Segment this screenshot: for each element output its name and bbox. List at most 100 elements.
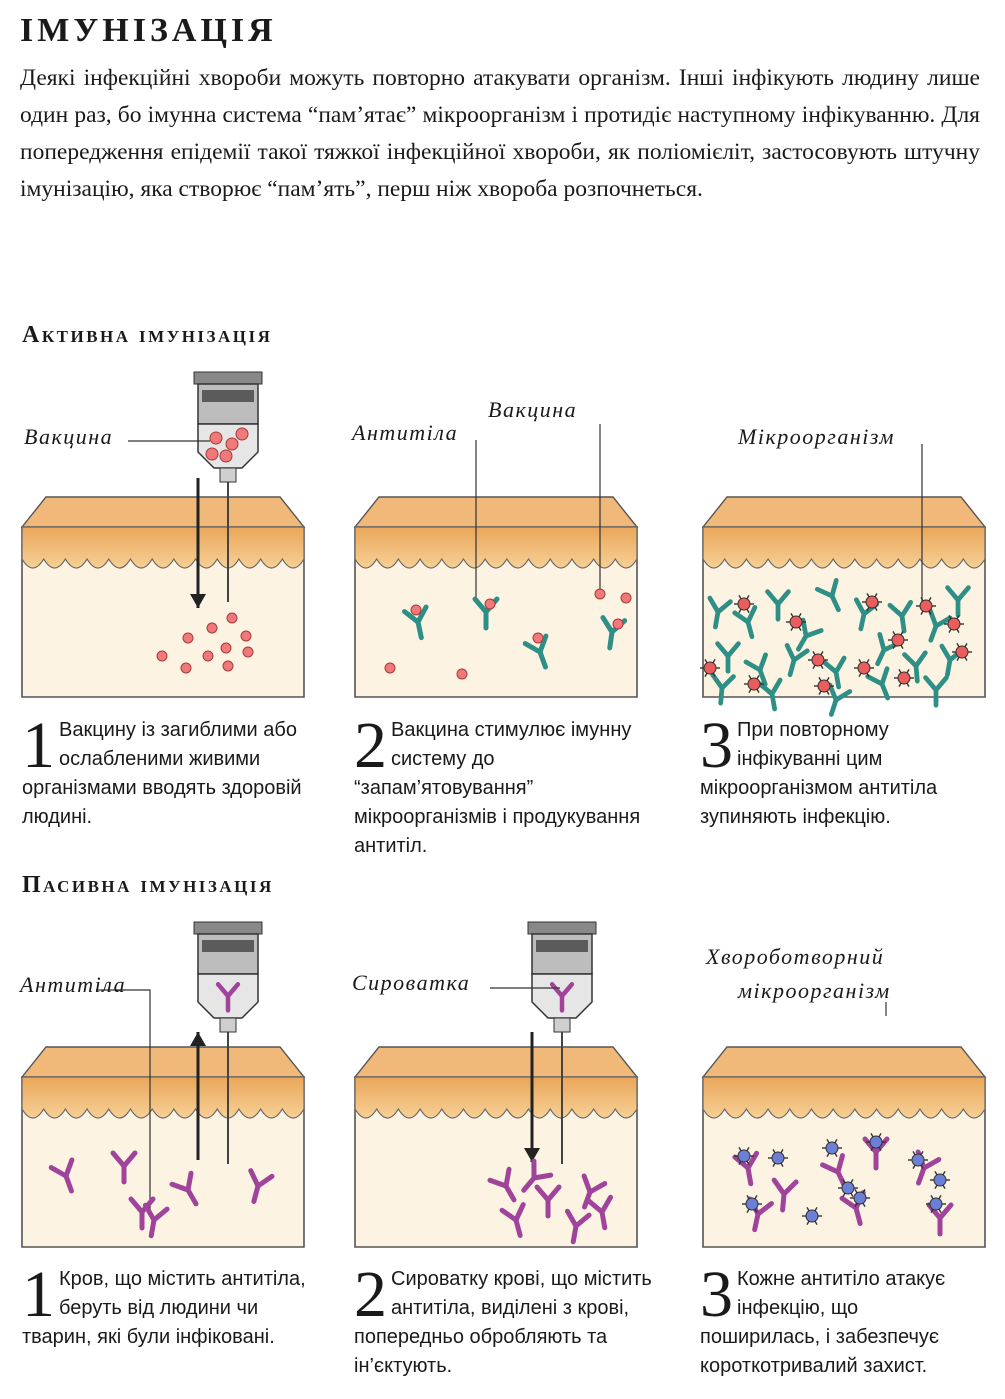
vaccine-particle [202,650,214,662]
antibody [771,1177,799,1213]
antibody [862,1136,890,1171]
step-number: 1 [22,1258,55,1331]
vaccine-particle [242,646,254,658]
vaccine-particle [620,592,632,604]
vaccine-particle [612,618,624,630]
antibody [743,652,768,687]
microorganism [734,1146,754,1166]
microorganism [854,658,874,678]
microorganism [862,592,882,612]
label-pathogen-p3-line2: мікроорганізм [738,978,891,1003]
antibody [715,641,741,674]
syringe-seal [536,940,588,952]
vaccine-particle [182,632,194,644]
intro-paragraph: Деякі інфекційні хвороби можуть повторно… [20,65,980,202]
caption-text: Кров, що містить антитіла, беруть від лю… [22,1268,306,1348]
microorganism [742,1194,762,1214]
active-syringe [193,371,263,602]
microorganism [822,1138,842,1158]
antibody [499,1202,526,1238]
syringe-plunger [193,371,263,385]
microorganism [952,642,972,662]
microorganism [894,668,914,688]
label-vaccine-1: Вакцина [24,424,114,449]
label-serum-p2: Сироватка [352,970,471,995]
skin-surface [701,496,987,528]
step-number: 3 [700,709,733,782]
step-number: 2 [354,709,387,782]
vaccine-particle [410,604,422,616]
vaccine-particle [156,650,168,662]
passive-immunization-heading: Пасивна імунізація [22,872,274,898]
vaccine-particle [384,662,396,674]
antibody [215,982,241,1013]
microorganism [926,1194,946,1214]
antibody [732,1150,760,1187]
label-microorganism-3: Мікроорганізм [738,424,895,449]
page-title: ІМУНІЗАЦІЯ [20,12,277,49]
antibody [402,604,429,641]
skin-layer [354,526,638,569]
syringe-hub [219,1017,237,1033]
injection-arrow-down-p2 [524,1032,540,1162]
antibody [784,642,810,678]
vaccine-particle [456,668,468,680]
syringe-plunger [193,921,263,935]
skin-surface [353,1046,639,1078]
syringe-seal [202,940,254,952]
antibody [586,1194,614,1231]
vaccine-particle [205,447,219,461]
step-number: 2 [354,1258,387,1331]
vaccine-particle [206,622,218,634]
step-number: 1 [22,709,55,782]
antibody [928,608,953,643]
extraction-arrow-up [190,1032,206,1160]
antibody [814,578,841,613]
active-immunization-heading: Активна імунізація [22,322,273,348]
passive-panel-2-skin [353,1046,639,1248]
microorganism [808,650,828,670]
leader-antibodies-p1 [96,989,151,1212]
antibody [128,1196,156,1231]
microorganism [744,674,764,694]
antibody [549,982,575,1013]
skin-layer [702,1076,986,1119]
vaccine-particle [209,431,223,445]
antibody [732,604,758,640]
skin-surface [20,1046,306,1078]
antibody [757,677,783,712]
skin-surface [701,1046,987,1078]
vaccine-particle [240,630,252,642]
microorganism [850,1188,870,1208]
microorganism [888,630,908,650]
vaccine-particle [484,598,496,610]
skin-layer [21,526,305,569]
microorganism [768,1148,788,1168]
microorganism [700,658,720,678]
vaccine-particle [180,662,192,674]
microorganism [866,1132,886,1152]
label-antibodies-2: Антитіла [352,420,459,445]
antibody [827,682,853,717]
label-pathogen-p3-line1: Хворобо­творний [706,944,885,969]
antibody [887,599,914,634]
skin-layer [21,1076,305,1119]
antibody [48,1157,75,1194]
microorganism [930,1170,950,1190]
vaccine-particle [219,449,233,463]
antibody [945,585,971,618]
skin-layer [354,1076,638,1119]
antibody [169,1170,199,1207]
antibody [110,1150,138,1185]
vaccine-particle [222,660,234,672]
vaccine-particle [594,588,606,600]
skin-layer [702,526,986,569]
microorganism [916,596,936,616]
microorganism [944,614,964,634]
antibody [522,633,549,670]
